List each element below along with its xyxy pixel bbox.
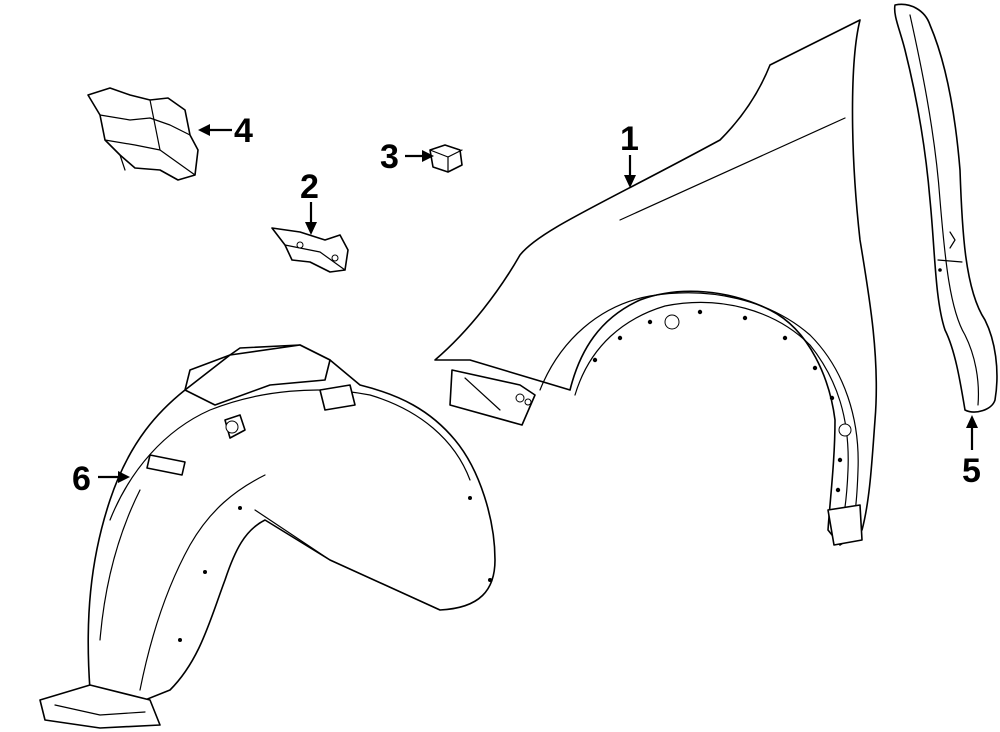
seal-strip-part[interactable]: [893, 3, 998, 413]
callout-1: 1: [620, 120, 639, 158]
leader-lines: [98, 124, 978, 483]
callout-2: 2: [300, 168, 319, 206]
callout-6: 6: [72, 460, 91, 498]
fender-part[interactable]: [434, 19, 878, 546]
bracket-assembly-part[interactable]: [87, 87, 199, 181]
small-bracket-part[interactable]: [271, 227, 349, 273]
wheelhouse-liner-part[interactable]: [39, 344, 496, 729]
clip-part[interactable]: [429, 144, 463, 173]
callout-3: 3: [380, 138, 399, 176]
callout-4: 4: [234, 112, 253, 150]
callout-5: 5: [962, 452, 981, 490]
